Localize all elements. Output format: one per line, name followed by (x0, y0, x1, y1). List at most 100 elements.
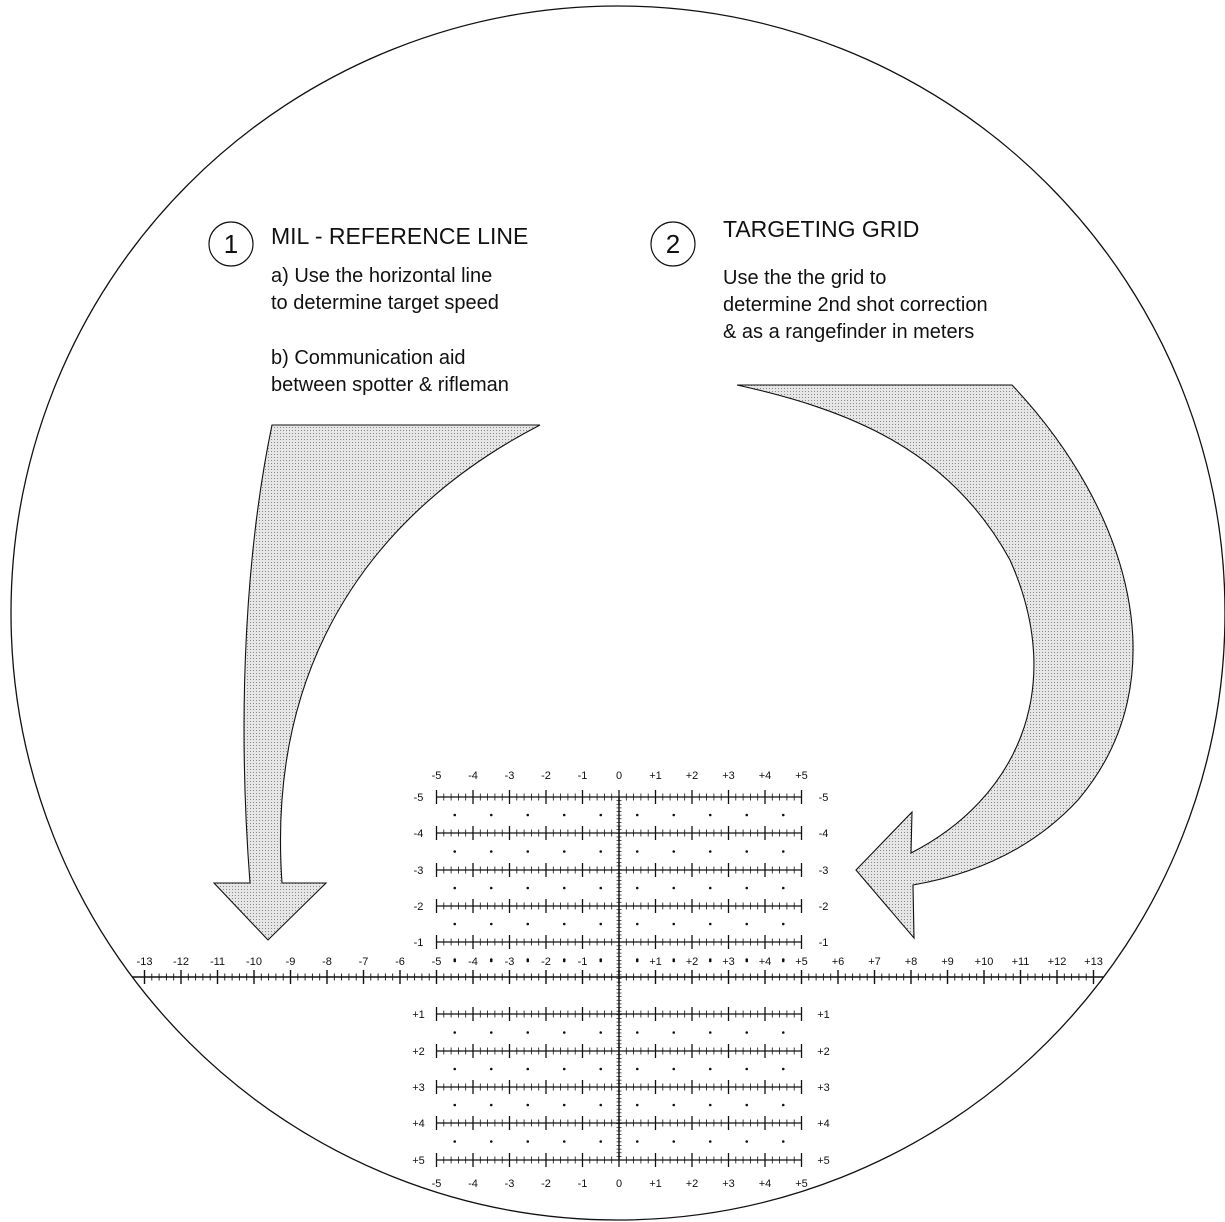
reference-tick-label: -12 (173, 956, 189, 968)
reference-tick-label: -1 (578, 956, 588, 968)
reference-tick-label: +10 (975, 956, 994, 968)
grid-dot (635, 850, 639, 853)
grid-dot (635, 813, 639, 817)
callout-2-line-1: Use the the grid to (723, 267, 886, 289)
grid-dot (453, 958, 457, 961)
arrow-1 (212, 424, 541, 941)
grid-column-label: -1 (578, 770, 588, 782)
grid-dot (562, 1031, 566, 1034)
grid-dot (526, 1103, 530, 1107)
grid-dot (526, 958, 530, 961)
grid-row-label: -1 (414, 937, 424, 949)
targeting-grid: -5-5-4-4-3-3-2-2-1-1+1+1+2+2+3+3+4+4+5+5… (412, 770, 830, 1190)
callout-2-badge (650, 221, 696, 267)
grid-dot (672, 1067, 676, 1071)
grid-dot (708, 922, 712, 926)
callout-2-line-2: determine 2nd shot correction (723, 294, 988, 316)
grid-dot (599, 1067, 603, 1071)
grid-dot (672, 886, 676, 890)
grid-dot (708, 850, 712, 853)
reference-tick-label: -13 (137, 956, 153, 968)
grid-column-label: +1 (649, 770, 662, 782)
grid-row-label: +4 (817, 1118, 830, 1130)
grid-dot (635, 1031, 639, 1034)
grid-dot (453, 813, 457, 817)
grid-dot (708, 958, 712, 961)
grid-column-label: -2 (541, 1178, 551, 1190)
callout-1-number: 1 (224, 229, 238, 259)
reference-tick-label: -3 (505, 956, 515, 968)
callout-2: 2 TARGETING GRID Use the the grid to det… (650, 216, 988, 343)
grid-column-label: 0 (616, 770, 622, 782)
mil-reference-line: -13-12-11-10-9-8-7-6-5-4-3-2-1+1+2+3+4+5… (11, 956, 1225, 984)
reference-tick-label: -9 (286, 956, 296, 968)
grid-row-label: +5 (412, 1155, 425, 1167)
grid-dot (562, 886, 566, 890)
grid-row-label: -5 (819, 792, 829, 804)
grid-column-label: -3 (505, 1178, 515, 1190)
callout-1-line-1: a) Use the horizontal line (271, 265, 492, 287)
grid-dot (489, 1067, 493, 1071)
grid-dot (708, 1031, 712, 1034)
reference-tick-label: +12 (1048, 956, 1067, 968)
grid-row-label: -4 (819, 828, 829, 840)
grid-row-label: +4 (412, 1118, 425, 1130)
reference-tick-label: +3 (722, 956, 735, 968)
callout-1-line-2: to determine target speed (271, 292, 499, 314)
grid-row-label: -2 (819, 901, 829, 913)
grid-dot (672, 813, 676, 817)
grid-dot (453, 886, 457, 890)
grid-dot (599, 1103, 603, 1107)
grid-dot (635, 958, 639, 961)
grid-dot (526, 1067, 530, 1071)
grid-dot (781, 813, 785, 817)
grid-dot (599, 850, 603, 853)
grid-dot (562, 1103, 566, 1107)
grid-column-label: +4 (759, 1178, 772, 1190)
grid-row-label: -2 (414, 901, 424, 913)
reference-tick-label: -11 (210, 956, 225, 968)
grid-dot (489, 958, 493, 961)
grid-dot (489, 886, 493, 890)
grid-dot (599, 886, 603, 890)
grid-row-label: +1 (817, 1009, 830, 1021)
grid-dot (489, 1103, 493, 1107)
grid-dot (781, 922, 785, 926)
grid-dot (745, 922, 749, 926)
grid-dot (526, 850, 530, 853)
reference-tick-label: +7 (868, 956, 881, 968)
grid-dot (708, 1067, 712, 1071)
grid-column-label: +5 (795, 1178, 808, 1190)
grid-dot (672, 1103, 676, 1107)
grid-dot (781, 1067, 785, 1071)
grid-column-label: -5 (432, 770, 442, 782)
grid-dot (745, 958, 749, 961)
grid-column-label: +4 (759, 770, 772, 782)
grid-dot (672, 1031, 676, 1034)
reference-tick-label: +13 (1084, 956, 1103, 968)
grid-dot (562, 1067, 566, 1071)
grid-dot (599, 1140, 603, 1143)
grid-row-label: -4 (414, 828, 424, 840)
callout-2-number: 2 (666, 229, 680, 259)
grid-column-label: +5 (795, 770, 808, 782)
grid-column-label: -2 (541, 770, 551, 782)
grid-row-label: +2 (817, 1046, 830, 1058)
reference-tick-label: -6 (395, 956, 405, 968)
grid-row-label: +3 (412, 1082, 425, 1094)
reference-tick-label: +11 (1012, 956, 1030, 968)
grid-dot (489, 922, 493, 926)
callout-1-title: MIL - REFERENCE LINE (271, 223, 528, 249)
grid-dot (453, 1140, 457, 1143)
grid-dot (453, 1103, 457, 1107)
grid-dot (745, 1031, 749, 1034)
reference-tick-label: +9 (941, 956, 954, 968)
grid-dot (453, 850, 457, 853)
grid-column-label: +3 (722, 770, 735, 782)
grid-row-label: +1 (412, 1009, 425, 1021)
grid-dot (635, 1140, 639, 1143)
grid-dot (599, 813, 603, 817)
grid-dot (635, 1103, 639, 1107)
